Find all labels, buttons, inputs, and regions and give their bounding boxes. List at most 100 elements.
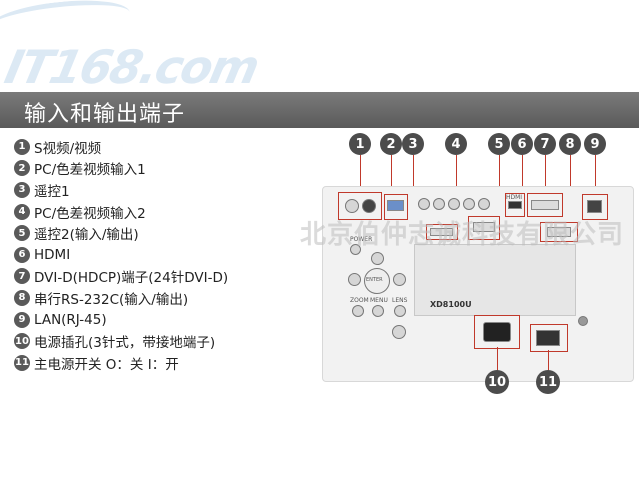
legend-label: PC/色差视频输入2 bbox=[34, 205, 146, 222]
legend-label: DVI-D(HDCP)端子(24针DVI-D) bbox=[34, 270, 229, 287]
leader-line bbox=[595, 155, 596, 193]
blank-button[interactable] bbox=[392, 325, 406, 339]
dvi-box bbox=[527, 193, 563, 217]
leader-line bbox=[548, 350, 549, 371]
leader-line bbox=[360, 155, 361, 191]
rs232c-box bbox=[540, 222, 578, 242]
main-switch-box bbox=[530, 324, 568, 352]
callout-9: 9 bbox=[584, 133, 606, 155]
up-button[interactable] bbox=[371, 252, 384, 265]
number-badge: 4 bbox=[14, 203, 30, 220]
watermark-swoosh bbox=[0, 0, 132, 45]
callout-6: 6 bbox=[511, 133, 533, 155]
number-badge: 10 bbox=[14, 333, 30, 350]
legend-label: 遥控1 bbox=[34, 183, 70, 200]
callout-4: 4 bbox=[445, 133, 467, 155]
enter-button[interactable] bbox=[364, 268, 390, 294]
main-power-switch[interactable] bbox=[536, 330, 560, 346]
svideo-jack bbox=[362, 199, 376, 213]
legend-label: 主电源开关 O：关 I：开 bbox=[34, 356, 179, 373]
callout-8: 8 bbox=[559, 133, 581, 155]
lan-box bbox=[582, 194, 608, 220]
watermark-logo: IT168.com bbox=[0, 40, 263, 94]
enter-label: ENTER bbox=[366, 277, 383, 283]
menu-button[interactable] bbox=[372, 305, 384, 317]
number-badge: 5 bbox=[14, 225, 30, 242]
power-label: POWER bbox=[350, 236, 373, 243]
lens-label: LENS bbox=[392, 297, 408, 304]
legend-label: 串行RS-232C(输入/输出) bbox=[34, 291, 189, 308]
component-jack bbox=[433, 198, 445, 210]
security-slot bbox=[578, 316, 588, 326]
rs232c-port bbox=[547, 227, 571, 237]
callout-10: 10 bbox=[485, 370, 509, 394]
number-badge: 1 bbox=[14, 138, 30, 155]
model-number: XD8100U bbox=[430, 300, 472, 309]
callout-11: 11 bbox=[536, 370, 560, 394]
lan-port bbox=[587, 200, 602, 213]
dvi-port bbox=[531, 200, 559, 210]
component-jack bbox=[448, 198, 460, 210]
hdmi-label: HDMI bbox=[506, 194, 523, 201]
pc-input1-box bbox=[384, 194, 408, 220]
leader-line bbox=[456, 155, 457, 195]
company-watermark: 北京伯仲志诚科技有限公司 bbox=[300, 220, 625, 250]
menu-label: MENU bbox=[370, 297, 388, 304]
component-jack bbox=[418, 198, 430, 210]
legend-label: LAN(RJ-45) bbox=[34, 311, 107, 328]
legend-label: S视频/视频 bbox=[34, 140, 102, 157]
remote2-box bbox=[468, 216, 500, 240]
legend-label: HDMI bbox=[34, 246, 71, 263]
callout-5: 5 bbox=[488, 133, 510, 155]
component-jack bbox=[478, 198, 490, 210]
leader-line bbox=[391, 155, 392, 195]
hdmi-box bbox=[505, 193, 525, 217]
number-badge: 6 bbox=[14, 246, 30, 263]
power-button[interactable] bbox=[350, 244, 361, 255]
hdmi-port bbox=[508, 201, 522, 209]
remote1-box bbox=[426, 224, 458, 240]
right-button[interactable] bbox=[393, 273, 406, 286]
leader-line bbox=[499, 155, 500, 215]
number-badge: 11 bbox=[14, 354, 30, 371]
callout-1: 1 bbox=[349, 133, 371, 155]
zoom-button[interactable] bbox=[352, 305, 364, 317]
left-button[interactable] bbox=[348, 273, 361, 286]
vga-port bbox=[387, 200, 404, 211]
callout-2: 2 bbox=[380, 133, 402, 155]
legend-label: 电源插孔(3针式，带接地端子) bbox=[34, 335, 216, 352]
video-jack bbox=[345, 199, 359, 213]
leader-line bbox=[497, 347, 498, 371]
leader-line bbox=[522, 155, 523, 193]
number-badge: 2 bbox=[14, 160, 30, 177]
rating-label bbox=[414, 244, 576, 316]
zoom-label: ZOOM bbox=[350, 297, 369, 304]
remote1-jack bbox=[430, 228, 453, 236]
number-badge: 3 bbox=[14, 181, 30, 198]
number-badge: 7 bbox=[14, 268, 30, 285]
legend-label: PC/色差视频输入1 bbox=[34, 162, 146, 179]
remote2-jack bbox=[473, 222, 495, 232]
power-inlet bbox=[483, 322, 511, 342]
legend-label: 遥控2(输入/输出) bbox=[34, 227, 139, 244]
callout-3: 3 bbox=[402, 133, 424, 155]
lens-button[interactable] bbox=[394, 305, 406, 317]
leader-line bbox=[545, 155, 546, 193]
number-badge: 8 bbox=[14, 289, 30, 306]
section-title: 输入和输出端子 bbox=[24, 102, 186, 127]
section-header: 输入和输出端子 bbox=[0, 92, 639, 128]
component-jack bbox=[463, 198, 475, 210]
callout-7: 7 bbox=[534, 133, 556, 155]
svideo-port-box bbox=[338, 192, 382, 220]
